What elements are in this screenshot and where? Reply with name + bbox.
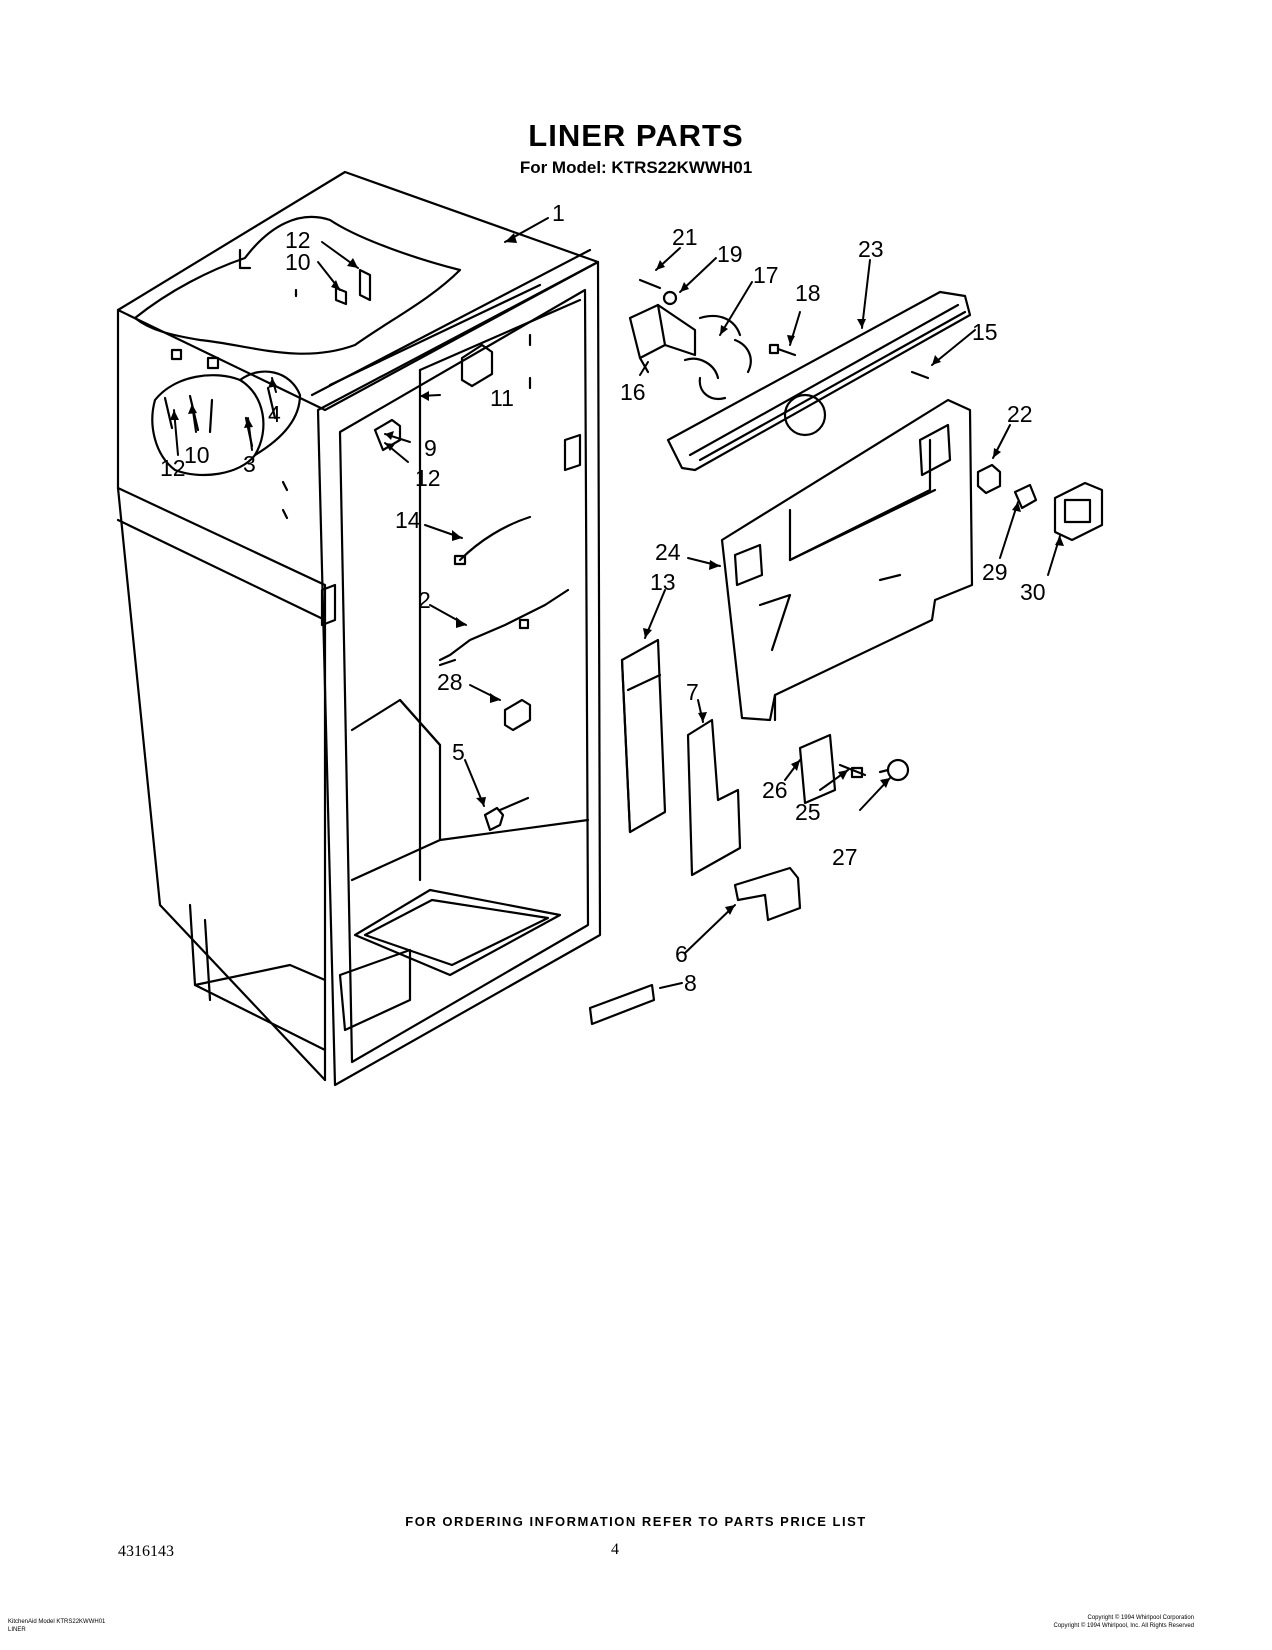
callout-8: 8 (684, 970, 697, 996)
callout-labels: 1 12 10 11 9 12 12 10 3 4 14 2 28 5 13 7… (160, 200, 1046, 996)
callout-23: 23 (858, 236, 884, 262)
callout-29: 29 (982, 559, 1008, 585)
fineprint-right: Copyright © 1994 Whirlpool Corporation C… (1054, 1614, 1194, 1630)
page-number: 4 (611, 1541, 619, 1558)
fineprint-left-line-2: LINER (8, 1627, 26, 1633)
callout-22: 22 (1007, 401, 1033, 427)
callout-2: 2 (418, 587, 431, 613)
fineprint-left-line-1: KitchenAid Model KTRS22KWWH01 (8, 1619, 106, 1625)
callout-1: 1 (552, 200, 565, 226)
callout-21: 21 (672, 224, 698, 250)
callout-14: 14 (395, 507, 421, 533)
page-title: LINER PARTS (528, 118, 744, 153)
callout-12-mid: 12 (415, 465, 441, 491)
callout-12-top: 12 (285, 227, 311, 253)
arrow-heads (170, 233, 1064, 915)
callout-7: 7 (686, 679, 699, 705)
fineprint-right-line-1: Copyright © 1994 Whirlpool Corporation (1087, 1615, 1194, 1621)
callout-27: 27 (832, 844, 858, 870)
callout-15: 15 (972, 319, 998, 345)
callout-3: 3 (243, 451, 256, 477)
callout-13: 13 (650, 569, 676, 595)
callout-6: 6 (675, 941, 688, 967)
callout-24: 24 (655, 539, 681, 565)
callout-26: 26 (762, 777, 788, 803)
callout-16: 16 (620, 379, 646, 405)
ordering-note: FOR ORDERING INFORMATION REFER TO PARTS … (405, 1514, 867, 1529)
fan-motor-assembly (628, 278, 797, 400)
fineprint-left: KitchenAid Model KTRS22KWWH01 LINER (8, 1618, 105, 1634)
title-block: LINER PARTS For Model: KTRS22KWWH01 (0, 118, 1272, 178)
liner-cabinet (116, 170, 602, 1087)
callout-17: 17 (753, 262, 779, 288)
control-parts (798, 463, 1104, 805)
callout-30: 30 (1020, 579, 1046, 605)
callout-18: 18 (795, 280, 821, 306)
callout-11: 11 (490, 385, 514, 411)
callout-4: 4 (268, 401, 281, 427)
callout-10-top: 10 (285, 249, 311, 275)
document-number: 4316143 (118, 1543, 174, 1560)
callout-28: 28 (437, 669, 463, 695)
model-line: For Model: KTRS22KWWH01 (519, 158, 753, 177)
callout-12-left: 12 (160, 455, 186, 481)
fineprint-right-line-2: Copyright © 1994 Whirlpool, Inc. All Rig… (1053, 1623, 1194, 1629)
callout-5: 5 (452, 739, 465, 765)
rear-panel (720, 398, 974, 722)
evaporator-duct (666, 290, 972, 472)
callout-9: 9 (424, 435, 437, 461)
callout-19: 19 (717, 241, 743, 267)
harness-parts (438, 515, 570, 832)
side-panels (588, 638, 802, 1026)
callout-10-left: 10 (184, 442, 210, 468)
callout-25: 25 (795, 799, 821, 825)
